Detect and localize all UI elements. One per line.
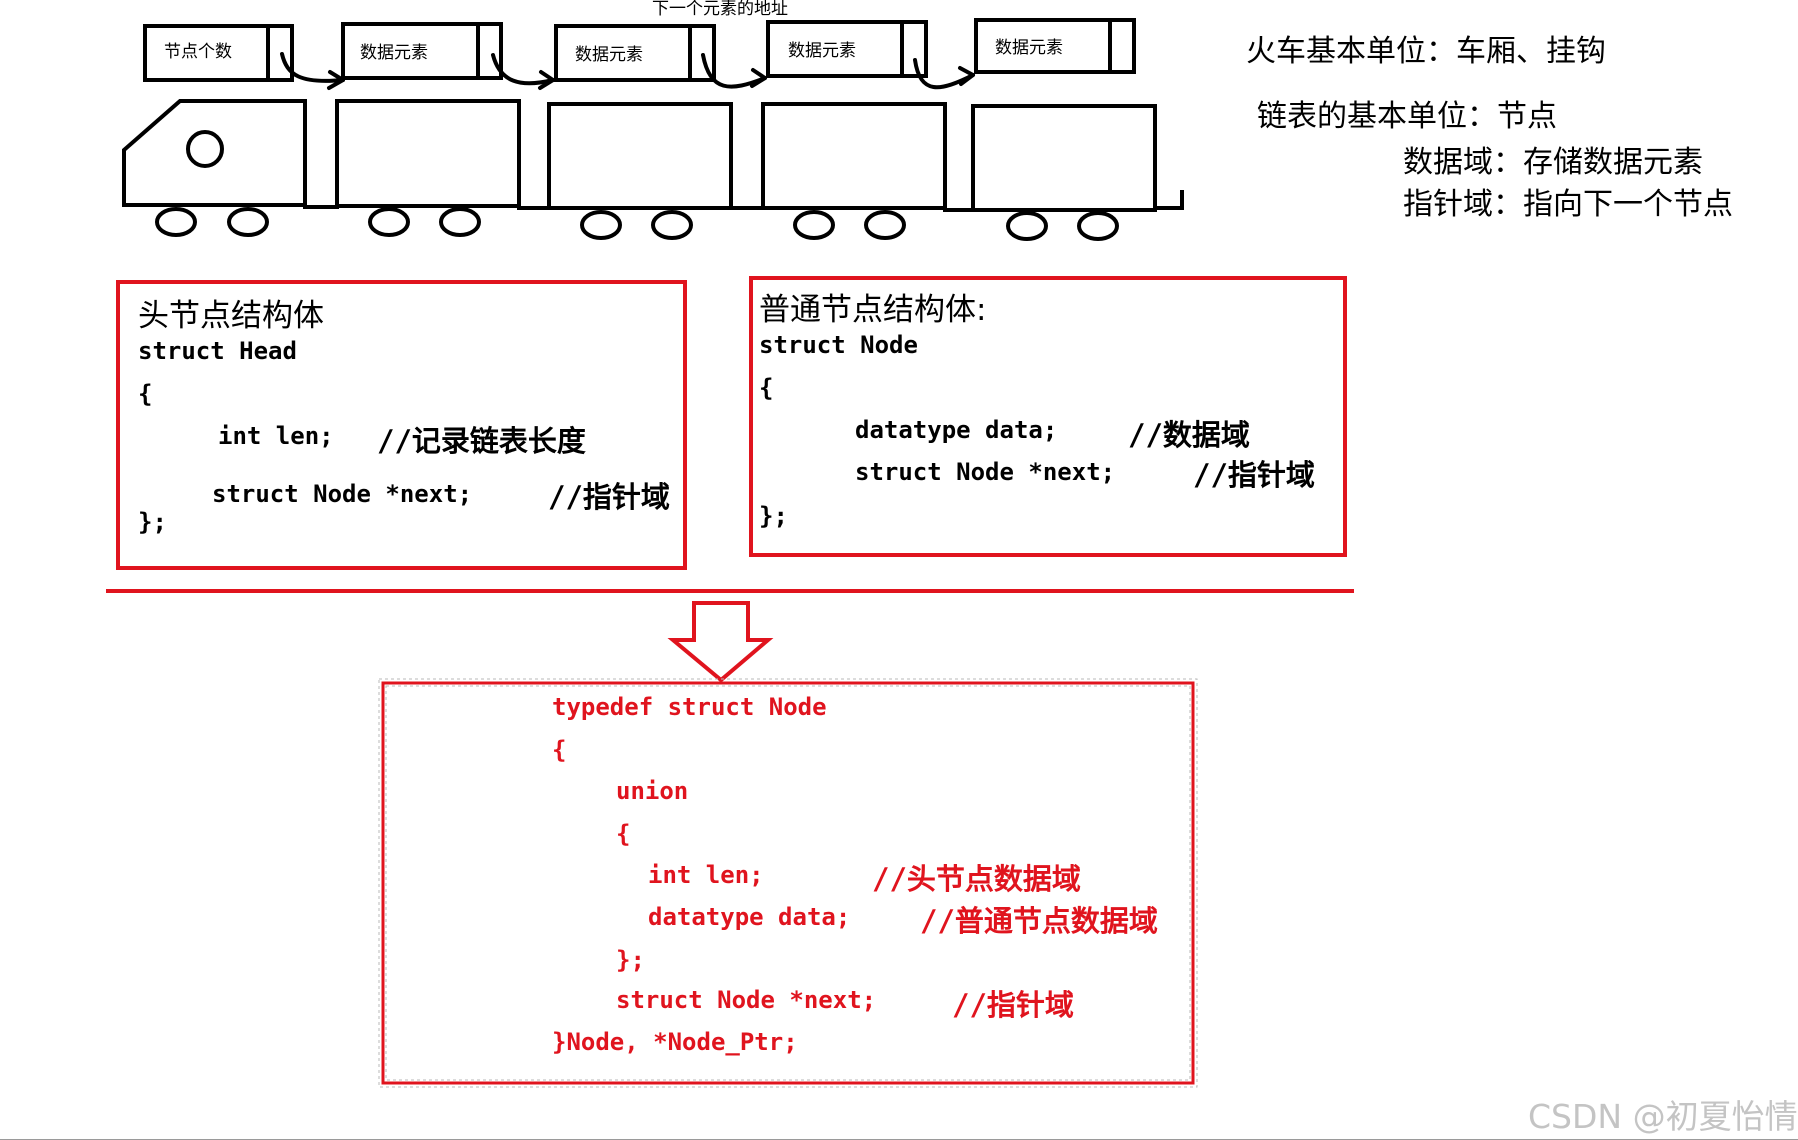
head-struct-title: 头节点结构体 xyxy=(138,298,324,334)
wheel xyxy=(155,207,197,237)
next-address-label: 下一个元素的地址 xyxy=(652,0,788,19)
label-box-node-count xyxy=(143,24,294,82)
wheel xyxy=(793,210,835,240)
train xyxy=(122,99,1184,241)
label-node-count: 节点个数 xyxy=(164,42,232,62)
head-struct-line5: }; xyxy=(138,508,167,536)
watermark: CSDN @初夏怡情 xyxy=(1528,1097,1798,1136)
wheel xyxy=(864,210,906,240)
struct-frames xyxy=(116,276,1347,570)
merged-line8-code: struct Node *next; xyxy=(616,986,877,1014)
carriage-2 xyxy=(547,102,733,210)
merged-struct-frame xyxy=(378,678,1198,1088)
note-train-unit: 火车基本单位：车厢、挂钩 xyxy=(1246,34,1606,69)
node-struct-frame xyxy=(749,276,1347,557)
coupler-4 xyxy=(943,194,975,212)
merged-line7: }; xyxy=(616,946,645,974)
label-box-data-1 xyxy=(341,22,503,80)
label-box-data-3 xyxy=(766,20,928,78)
wheel xyxy=(651,210,693,240)
coupler-2 xyxy=(517,190,551,210)
node-struct-line1: struct Node xyxy=(759,331,918,359)
note-pointer-field: 指针域：指向下一个节点 xyxy=(1403,187,1733,222)
head-struct-line4-code: struct Node *next; xyxy=(212,480,473,508)
wheel xyxy=(227,207,269,237)
head-struct-frame xyxy=(116,280,687,570)
carriage-4 xyxy=(971,104,1157,212)
node-struct-line4-code: struct Node *next; xyxy=(855,458,1116,486)
merged-line5-comment: //头节点数据域 xyxy=(872,862,1081,896)
link-arrow-2 xyxy=(491,53,555,86)
label-data-element-4: 数据元素 xyxy=(995,38,1063,58)
label-box-data-4 xyxy=(974,18,1136,74)
locomotive xyxy=(122,99,307,207)
merged-line4: { xyxy=(616,820,631,848)
tail-hook xyxy=(1155,190,1184,210)
label-box-data-2 xyxy=(554,24,716,82)
merged-line9: }Node, *Node_Ptr; xyxy=(552,1028,798,1056)
wheel xyxy=(1006,211,1048,241)
merged-line6-code: datatype data; xyxy=(648,903,851,931)
wheel xyxy=(439,207,481,237)
link-arrow-3 xyxy=(701,53,767,89)
merged-line3: union xyxy=(616,777,689,805)
node-struct-title: 普通节点结构体: xyxy=(759,292,987,328)
node-struct-line3-comment: //数据域 xyxy=(1128,418,1250,452)
head-struct-line3-comment: //记录链表长度 xyxy=(377,424,586,458)
carriage-3 xyxy=(761,102,947,210)
down-arrow xyxy=(667,601,774,683)
node-struct-line5: }; xyxy=(759,502,788,530)
head-struct-line3-code: int len; xyxy=(218,422,334,450)
wheel xyxy=(368,207,410,237)
locomotive-window xyxy=(186,130,224,168)
head-struct-line2: { xyxy=(138,380,153,408)
coupler-3 xyxy=(729,192,765,210)
link-arrow-1 xyxy=(280,52,345,83)
merged-line6-comment: //普通节点数据域 xyxy=(920,904,1158,938)
coupler-1 xyxy=(303,190,339,209)
node-struct-line3-code: datatype data; xyxy=(855,416,1058,444)
merged-line2: { xyxy=(552,736,567,764)
wheel xyxy=(580,210,622,240)
head-struct-line1: struct Head xyxy=(138,337,297,365)
note-data-field: 数据域：存储数据元素 xyxy=(1403,145,1703,180)
carriage-1 xyxy=(335,99,521,208)
label-data-element-1: 数据元素 xyxy=(360,43,428,63)
merged-line1: typedef struct Node xyxy=(552,693,827,721)
merged-line8-comment: //指针域 xyxy=(952,988,1074,1022)
node-struct-line4-comment: //指针域 xyxy=(1193,458,1315,492)
merged-line5-code: int len; xyxy=(648,861,764,889)
head-struct-line4-comment: //指针域 xyxy=(548,480,670,514)
label-data-element-3: 数据元素 xyxy=(788,41,856,61)
wheel xyxy=(1077,211,1119,241)
node-struct-line2: { xyxy=(759,374,774,402)
label-data-element-2: 数据元素 xyxy=(575,45,643,65)
note-list-unit: 链表的基本单位：节点 xyxy=(1257,99,1557,134)
label-boxes xyxy=(143,18,1136,82)
link-arrows xyxy=(280,52,975,90)
